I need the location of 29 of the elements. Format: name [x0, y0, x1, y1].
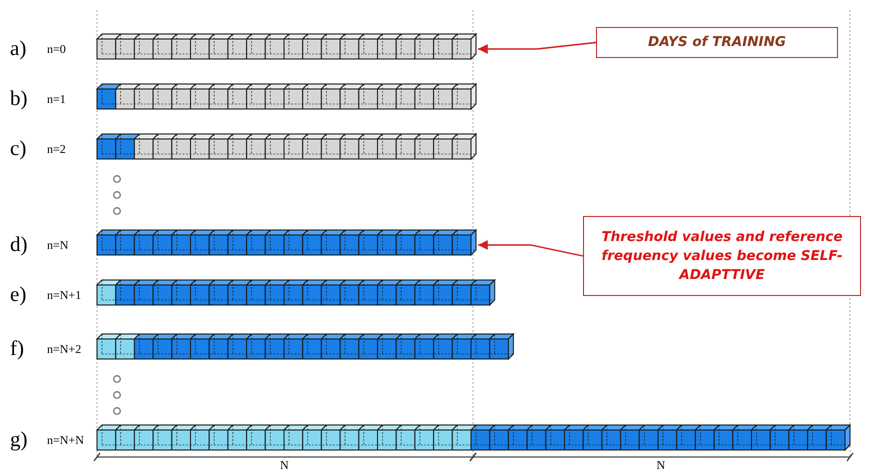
cube-bar: [97, 425, 850, 450]
callout-text: Threshold values and reference frequency values become SELF-ADAPTTIVE: [600, 228, 844, 284]
row-letter: a): [10, 36, 26, 58]
row-formula: n=N+1: [47, 288, 82, 302]
callout-box: [583, 216, 861, 296]
dimension-label: N: [280, 458, 289, 472]
cube-bar: [97, 34, 476, 59]
row-formula: n=N: [47, 238, 68, 252]
dimension-label: N: [656, 458, 666, 472]
row-letter: d): [10, 232, 28, 254]
row-letter: c): [10, 136, 26, 158]
row-letter: g): [10, 428, 28, 450]
arrow: [478, 42, 596, 54]
row-formula: n=N+N: [47, 432, 84, 446]
row-formula: n=1: [47, 92, 66, 106]
row-letter: b): [10, 86, 28, 108]
row-formula: n=2: [47, 142, 66, 156]
cube-bar: [97, 334, 514, 359]
arrow: [478, 240, 584, 257]
row-letter: f): [10, 336, 24, 358]
callout-text: DAYS of TRAINING: [647, 33, 787, 52]
cube-bar: [97, 134, 476, 159]
row-letter: e): [10, 282, 26, 304]
cube-bar: [97, 84, 476, 109]
cube-bar: [97, 280, 495, 305]
row-formula: n=0: [47, 42, 66, 56]
row-formula: n=N+2: [47, 342, 82, 356]
callout-box: [596, 27, 838, 58]
cube-bar: [97, 230, 476, 255]
